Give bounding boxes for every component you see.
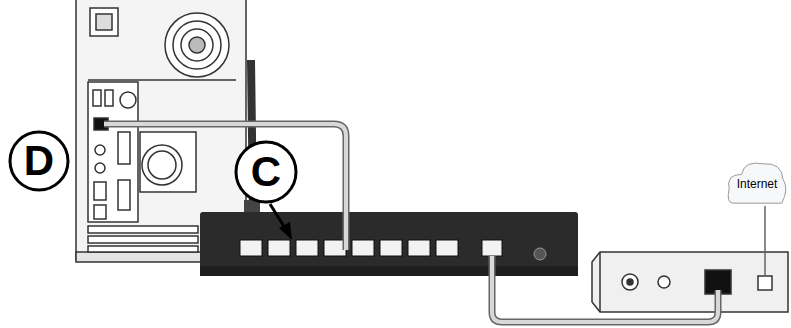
ethernet-cable: [104, 124, 765, 322]
modem: [592, 252, 788, 312]
callout-arrow: [270, 204, 292, 240]
lan-port: [240, 240, 262, 256]
callout-circle: D: [8, 130, 70, 192]
callout-circle: C: [234, 140, 298, 204]
lan-port: [268, 240, 290, 256]
router: [200, 212, 578, 276]
callout-letter: D: [24, 140, 54, 182]
lan-port: [296, 240, 318, 256]
lan-port: [380, 240, 402, 256]
lan-port: [352, 240, 374, 256]
callout-letter: C: [251, 151, 281, 193]
lan-port: [436, 240, 458, 256]
cloud-label: Internet: [737, 178, 778, 190]
internet-cloud: Internet: [726, 160, 788, 208]
lan-port: [408, 240, 430, 256]
